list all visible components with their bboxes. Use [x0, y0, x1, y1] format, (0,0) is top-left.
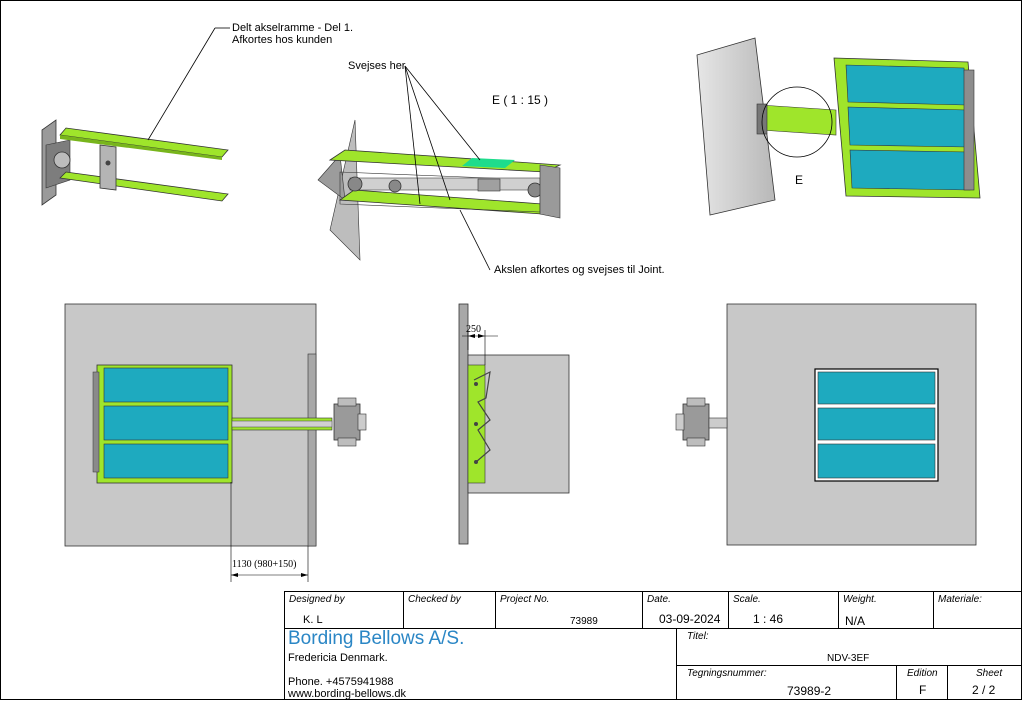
project-no-label: Project No. — [500, 594, 550, 605]
tb-scale: Scale. 1 : 46 — [728, 591, 839, 629]
company-city: Fredericia Denmark. — [288, 652, 388, 664]
project-no-value: 73989 — [570, 616, 598, 627]
detail-e-label: E — [795, 173, 803, 187]
detail-scale-label: E ( 1 : 15 ) — [492, 93, 548, 107]
checked-by-label: Checked by — [408, 594, 461, 605]
designed-by-value: K. L — [303, 614, 323, 626]
date-value: 03-09-2024 — [659, 612, 721, 626]
weight-label: Weight. — [843, 594, 877, 605]
edition-label: Edition — [907, 668, 938, 679]
tegning-label: Tegningsnummer: — [687, 668, 767, 679]
tb-project-no: Project No. 73989 — [495, 591, 643, 629]
frame-note-line2: Afkortes hos kunden — [232, 34, 332, 46]
tb-titel: Titel: NDV-3EF — [676, 628, 1022, 666]
tb-tegning: Tegningsnummer: 73989-2 — [676, 665, 897, 700]
shaft-note: Akslen afkortes og svejses til Joint. — [494, 264, 665, 276]
designed-by-label: Designed by — [289, 594, 345, 605]
sheet-value: 2 / 2 — [972, 683, 996, 697]
scale-value: 1 : 46 — [753, 612, 784, 626]
tb-checked-by: Checked by — [403, 591, 496, 629]
company-name: Bording Bellows A/S. — [288, 628, 465, 649]
date-label: Date. — [647, 594, 671, 605]
edition-value: F — [919, 683, 927, 697]
iso-assembly — [696, 37, 981, 216]
back-view — [675, 303, 977, 546]
side-view — [458, 303, 570, 545]
iso-shaft-frame — [41, 27, 230, 206]
company-phone: Phone. +4575941988 — [288, 676, 394, 688]
weight-value: N/A — [845, 614, 866, 628]
iso-detail-e — [317, 65, 562, 271]
front-view — [64, 303, 367, 582]
dim-250: 250 — [466, 324, 481, 335]
scale-label: Scale. — [733, 594, 761, 605]
tb-weight: Weight. N/A — [838, 591, 934, 629]
titel-label: Titel: — [687, 631, 709, 642]
materiale-label: Materiale: — [938, 594, 982, 605]
frame-note-line1: Delt akselramme - Del 1. — [232, 22, 353, 34]
titel-value: NDV-3EF — [827, 653, 870, 664]
company-web: www.bording-bellows.dk — [288, 688, 406, 700]
tb-materiale: Materiale: — [933, 591, 1022, 629]
tb-sheet: Sheet 2 / 2 — [947, 665, 1022, 700]
dim-1130: 1130 (980+150) — [232, 559, 296, 570]
sheet-label: Sheet — [976, 668, 1003, 679]
tb-date: Date. 03-09-2024 — [642, 591, 729, 629]
tb-edition: Edition F — [896, 665, 948, 700]
weld-here-note: Svejses her — [348, 60, 406, 72]
tb-designed-by: Designed by K. L — [284, 591, 404, 629]
tegning-value: 73989-2 — [787, 684, 832, 698]
